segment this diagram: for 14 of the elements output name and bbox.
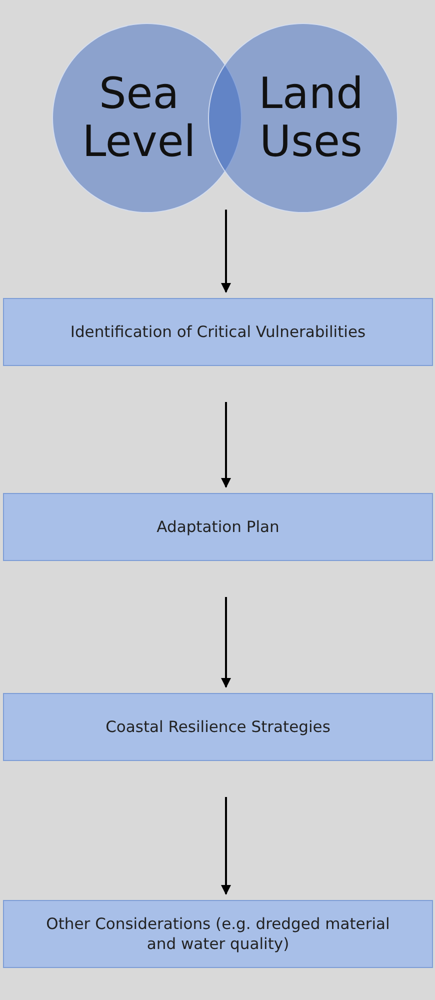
node-label: Adaptation Plan xyxy=(156,516,280,538)
arrow xyxy=(221,797,231,895)
node-label: Coastal Resilience Strategies xyxy=(104,716,332,738)
arrow xyxy=(221,210,231,293)
arrow xyxy=(221,597,231,688)
node-label: Sea Level xyxy=(81,70,197,166)
node-label: Land Uses xyxy=(258,70,364,166)
process-box xyxy=(3,900,433,968)
node-label: Identification of Critical Vulnerabilities xyxy=(69,322,367,342)
process-box xyxy=(3,693,433,761)
arrow xyxy=(221,402,231,488)
node-label: Other Considerations (e.g. dredged material and water quality) xyxy=(45,914,391,954)
process-box xyxy=(3,298,433,366)
process-box xyxy=(3,493,433,561)
